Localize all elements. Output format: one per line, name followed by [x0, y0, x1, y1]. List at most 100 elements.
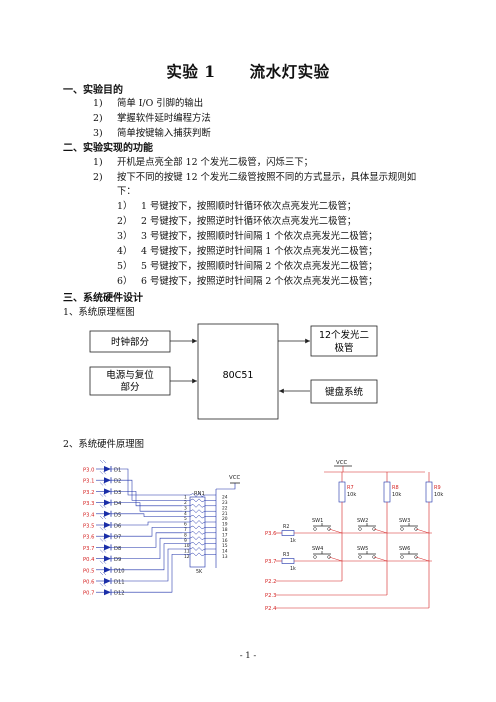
- figure-caption-schematic: 2、系统硬件原理图: [63, 439, 144, 450]
- light-arrow-icon: [99, 459, 104, 464]
- wire: [328, 556, 343, 562]
- wire: [111, 554, 182, 593]
- section-heading-hardware: 三、系统硬件设计: [63, 293, 143, 304]
- pullup-value-label: 10k: [347, 492, 356, 498]
- rn-pin-number: 12: [184, 554, 190, 560]
- rn-pin-number: 20: [222, 516, 228, 522]
- led-ref-label: D11: [114, 580, 125, 586]
- light-arrow-icon: [99, 538, 104, 542]
- wire: [111, 543, 182, 571]
- light-arrow-icon: [102, 527, 107, 531]
- mcu-label: 80C51: [223, 370, 254, 381]
- led-diode-icon: [104, 566, 111, 573]
- sub-list-item: 4）4 号键按下，按照逆时针间隔 1 个依次点亮发光二极管；: [117, 246, 378, 257]
- sub-list-item: 1）1 号键按下，按照顺时针循环依次点亮发光二极管；: [117, 201, 357, 212]
- switch-ref-label: SW2: [357, 518, 368, 524]
- light-arrow-icon: [99, 471, 104, 475]
- resistor-zigzag-icon: [189, 509, 206, 514]
- switch-contact: [400, 527, 404, 531]
- light-arrow-icon: [99, 527, 104, 531]
- led-ref-label: D10: [114, 568, 125, 574]
- wire: [111, 479, 182, 501]
- rn-pin-number: 24: [222, 495, 228, 501]
- led-port-label: P3.0: [83, 468, 94, 474]
- resistor-zigzag-icon: [189, 498, 206, 503]
- wire: [415, 556, 430, 562]
- keyboard-label: 键盘系统: [325, 386, 364, 398]
- keyboard-block: [310, 379, 378, 404]
- resistor-zigzag-icon: [189, 493, 206, 497]
- rn-pin-number: 11: [184, 549, 190, 555]
- rn-pin-number: 16: [222, 538, 228, 544]
- vcc-label: VCC: [229, 475, 240, 481]
- resistor-zigzag-icon: [189, 536, 206, 541]
- rn-pin-number: 23: [222, 500, 228, 506]
- kb-port-label: P2.4: [265, 606, 277, 612]
- series-resistor-ref: R3: [283, 552, 289, 558]
- rn-pin-number: 13: [222, 554, 228, 560]
- led-port-label: P3.6: [83, 535, 94, 541]
- switch-ref-label: SW4: [312, 546, 323, 552]
- switch-contact: [327, 527, 331, 531]
- list-item-continuation: 下：: [117, 186, 136, 197]
- resistor-zigzag-icon: [189, 552, 206, 557]
- wire: [111, 468, 182, 496]
- series-resistor-ref: R2: [283, 524, 289, 530]
- led-ref-label: D7: [114, 535, 121, 541]
- wire: [111, 491, 182, 507]
- pullup-value-label: 10k: [434, 492, 443, 498]
- light-arrow-icon: [99, 504, 104, 508]
- rn-pin-number: 7: [184, 527, 187, 533]
- resistor-zigzag-icon: [189, 520, 206, 524]
- kb-port-label: P2.3: [265, 593, 276, 599]
- switch-contact: [372, 527, 376, 531]
- led-port-label: P0.6: [83, 580, 94, 586]
- series-resistor-value: 1k: [290, 566, 296, 572]
- title-experiment-name: 流水灯实验: [249, 62, 330, 81]
- figure-caption-block-diagram: 1、系统原理框图: [63, 307, 135, 318]
- led-ref-label: D8: [114, 546, 121, 552]
- led-port-label: P0.5: [83, 568, 94, 574]
- led-port-label: P3.7: [83, 546, 94, 552]
- rn-pin-number: 22: [222, 505, 228, 511]
- led-ref-label: D5: [114, 512, 121, 518]
- switch-contact: [327, 555, 331, 559]
- light-arrow-icon: [99, 493, 104, 497]
- led-ref-label: D12: [114, 591, 125, 597]
- led-ref-label: D3: [114, 490, 121, 496]
- resistor-zigzag-icon: [189, 541, 206, 546]
- light-arrow-icon: [99, 571, 104, 576]
- list-item: 2)掌握软件延时编程方法: [93, 113, 211, 124]
- rn-pin-number: 15: [222, 543, 228, 549]
- list-item: 2)按下不同的按键 12 个发光二级管按照不同的方式显示，具体显示规则如: [93, 172, 417, 183]
- page-number: - 1 -: [239, 651, 257, 661]
- list-item: 1)简单 I/O 引脚的输出: [93, 98, 204, 109]
- wire: [111, 548, 182, 582]
- wire: [111, 527, 182, 537]
- led-ref-label: D9: [114, 557, 121, 563]
- rn-pin-number: 18: [222, 527, 228, 533]
- pullup-ref-label: R7: [347, 485, 354, 491]
- led-diode-icon: [104, 522, 111, 528]
- led-ref-label: D4: [114, 501, 122, 507]
- wire: [373, 528, 388, 534]
- led-diode-icon: [104, 477, 111, 484]
- kb-port-label: P2.2: [265, 579, 276, 585]
- list-item: 3)简单按键输入捕获判断: [93, 128, 211, 139]
- switch-contact: [414, 555, 418, 559]
- section-heading-goals: 一、实验目的: [63, 85, 123, 96]
- light-arrow-icon: [102, 515, 107, 520]
- wire: [415, 528, 430, 534]
- switch-ref-label: SW5: [357, 546, 368, 552]
- mcu-block: [197, 323, 279, 420]
- switch-contact: [358, 527, 362, 531]
- led-ref-label: D2: [114, 479, 121, 485]
- switch-contact: [372, 555, 376, 559]
- light-arrow-icon: [102, 482, 107, 486]
- switch-ref-label: SW6: [399, 546, 410, 552]
- light-arrow-icon: [99, 560, 104, 564]
- switch-contact: [313, 555, 317, 559]
- light-arrow-icon: [102, 504, 107, 508]
